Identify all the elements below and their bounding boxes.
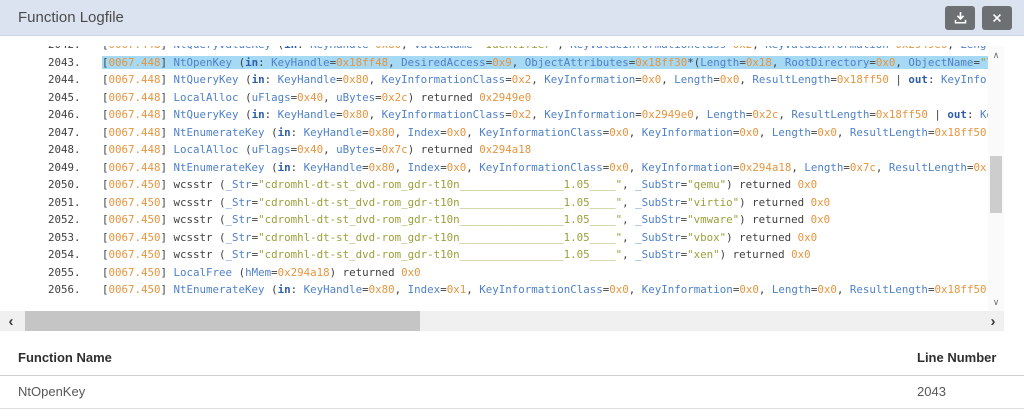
log-line-number: 2045. [48,90,88,104]
function-table-body: NtOpenKey 2043 [0,376,1024,409]
vertical-scrollbar[interactable]: ∧ ∨ [988,46,1004,311]
log-line[interactable]: 2054. [0067.450] wcsstr (_Str="cdromhl-d… [0,246,988,264]
horizontal-scrollbar-thumb[interactable] [25,311,420,331]
log-lines: 2042. [0067.448] NtQueryValueKey (in: Ke… [0,46,988,299]
log-line-text: [0067.450] wcsstr (_Str="cdromhl-dt-st_d… [102,178,818,191]
log-line[interactable]: 2047. [0067.448] NtEnumerateKey (in: Key… [0,124,988,142]
log-line-number: 2055. [48,265,88,279]
log-line-text: [0067.448] NtQueryKey (in: KeyHandle=0x8… [102,73,988,86]
log-line-text: [0067.450] LocalFree (hMem=0x294a18) ret… [102,265,421,279]
log-line[interactable]: 2042. [0067.448] NtQueryValueKey (in: Ke… [0,46,988,54]
scroll-right-arrow-icon[interactable]: › [990,312,996,330]
log-line-number: 2043. [48,55,88,69]
log-line-text: [0067.448] LocalAlloc (uFlags=0x40, uByt… [102,90,532,104]
log-line-number: 2050. [48,178,88,191]
modal-header: Function Logfile [0,0,1024,36]
horizontal-scrollbar[interactable]: ‹ › [0,311,1004,331]
log-line-text: [0067.448] LocalAlloc (uFlags=0x40, uByt… [102,143,532,156]
log-line-text: [0067.448] NtQueryKey (in: KeyHandle=0x8… [102,108,988,121]
log-line-number: 2046. [48,108,88,121]
log-line-number: 2047. [48,125,88,139]
log-line-text: [0067.448] NtEnumerateKey (in: KeyHandle… [102,125,987,139]
log-line[interactable]: 2046. [0067.448] NtQueryKey (in: KeyHand… [0,106,988,124]
log-line-text-selected: [0067.448] NtOpenKey (in: KeyHandle=0x18… [102,55,988,69]
log-line[interactable]: 2053. [0067.450] wcsstr (_Str="cdromhl-d… [0,229,988,247]
log-line[interactable]: 2045. [0067.448] LocalAlloc (uFlags=0x40… [0,89,988,107]
function-name-cell: NtOpenKey [18,384,86,399]
log-line-number: 2051. [48,195,88,209]
log-line-number: 2056. [48,283,88,296]
log-line-text: [0067.450] wcsstr (_Str="cdromhl-dt-st_d… [102,195,831,209]
function-table-header: Function Name Line Number [0,344,1024,376]
log-line-text: [0067.450] wcsstr (_Str="cdromhl-dt-st_d… [102,213,831,226]
log-line[interactable]: 2044. [0067.448] NtQueryKey (in: KeyHand… [0,71,988,89]
log-line-text: [0067.450] wcsstr (_Str="cdromhl-dt-st_d… [102,248,811,261]
scroll-left-arrow-icon[interactable]: ‹ [8,312,14,330]
log-line[interactable]: 2055. [0067.450] LocalFree (hMem=0x294a1… [0,264,988,282]
log-line-number: 2049. [48,160,88,174]
log-line[interactable]: 2051. [0067.450] wcsstr (_Str="cdromhl-d… [0,194,988,212]
line-number-header: Line Number [917,350,997,365]
log-line-number: 2053. [48,230,88,244]
close-button[interactable] [982,5,1012,30]
log-line-number: 2044. [48,73,88,86]
modal-title: Function Logfile [18,9,124,26]
log-line[interactable]: 2049. [0067.448] NtEnumerateKey (in: Key… [0,159,988,177]
log-line-number: 2048. [48,143,88,156]
log-line[interactable]: 2052. [0067.450] wcsstr (_Str="cdromhl-d… [0,211,988,229]
function-name-header: Function Name [18,350,112,365]
log-line-number: 2054. [48,248,88,261]
scroll-up-arrow-icon[interactable]: ∧ [992,49,1000,60]
log-line-text: [0067.450] wcsstr (_Str="cdromhl-dt-st_d… [102,230,818,244]
log-line[interactable]: 2056. [0067.450] NtEnumerateKey (in: Key… [0,281,988,299]
log-line[interactable]: 2043. [0067.448] NtOpenKey (in: KeyHandl… [0,54,988,72]
scroll-down-arrow-icon[interactable]: ∨ [992,296,1000,307]
line-number-cell: 2043 [917,384,946,399]
function-table: Function Name Line Number NtOpenKey 2043 [0,344,1024,409]
log-line-number: 2042. [48,46,102,54]
log-line[interactable]: 2050. [0067.450] wcsstr (_Str="cdromhl-d… [0,176,988,194]
function-table-row: NtOpenKey 2043 [0,376,1024,409]
download-button[interactable] [945,5,975,30]
download-icon [954,11,967,24]
log-line-text: [0067.448] NtQueryValueKey (in: KeyHandl… [102,46,988,51]
vertical-scrollbar-thumb[interactable] [990,156,1002,213]
log-line-text: [0067.450] NtEnumerateKey (in: KeyHandle… [102,283,987,296]
log-line-number: 2052. [48,213,88,226]
close-icon [991,12,1003,24]
log-line[interactable]: 2048. [0067.448] LocalAlloc (uFlags=0x40… [0,141,988,159]
log-line-text: [0067.448] NtEnumerateKey (in: KeyHandle… [102,160,988,174]
function-log-viewport[interactable]: 2042. [0067.448] NtQueryValueKey (in: Ke… [0,46,988,311]
